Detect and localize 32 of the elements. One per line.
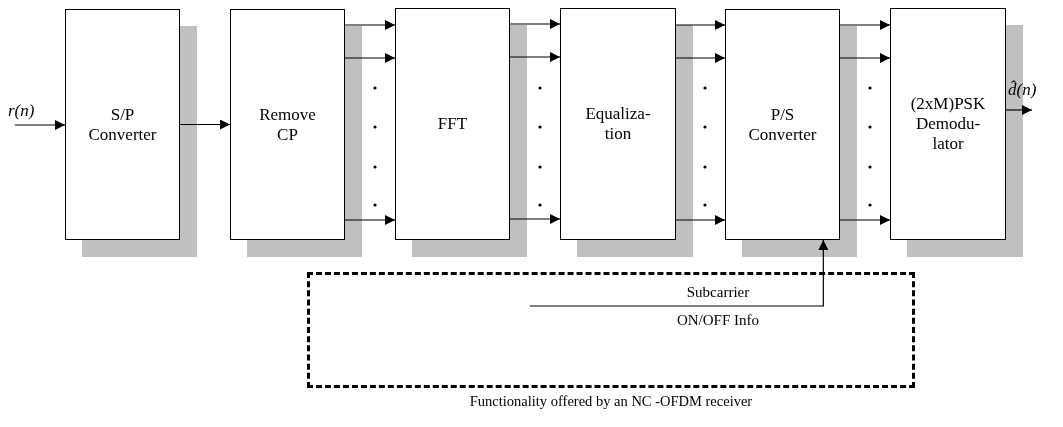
process-block xyxy=(725,9,840,240)
arrow xyxy=(529,239,829,307)
arrow xyxy=(675,20,726,30)
region-caption: Functionality offered by an NC -OFDM receiver xyxy=(468,393,754,410)
arrow xyxy=(839,53,891,63)
arrow xyxy=(839,20,891,30)
edge-label: Subcarrier ON/OFF Info xyxy=(675,283,761,330)
process-block xyxy=(890,8,1006,240)
arrow xyxy=(509,19,561,29)
signal-label: d̂(n) xyxy=(1008,80,1037,100)
arrow xyxy=(675,215,726,225)
arrow xyxy=(839,215,891,225)
block-label: Remove CP xyxy=(258,104,317,145)
arrow xyxy=(344,20,396,30)
arrow xyxy=(1005,105,1033,115)
arrow xyxy=(344,53,396,63)
arrow xyxy=(675,53,726,63)
process-block xyxy=(560,8,676,240)
arrow xyxy=(179,119,231,130)
block-label: FFT xyxy=(436,114,469,134)
process-block xyxy=(395,8,510,240)
block-label: Equaliza- tion xyxy=(584,104,652,144)
block-label: S/P Converter xyxy=(87,104,158,145)
arrow xyxy=(509,52,561,62)
process-block xyxy=(230,9,345,240)
arrow xyxy=(509,214,561,224)
arrow xyxy=(14,120,66,130)
block-label: (2xM)PSK Demodu- lator xyxy=(909,94,987,154)
arrow xyxy=(344,215,396,225)
signal-label: r(n) xyxy=(8,101,35,121)
process-block xyxy=(65,9,180,240)
block-label: P/S Converter xyxy=(747,104,818,145)
